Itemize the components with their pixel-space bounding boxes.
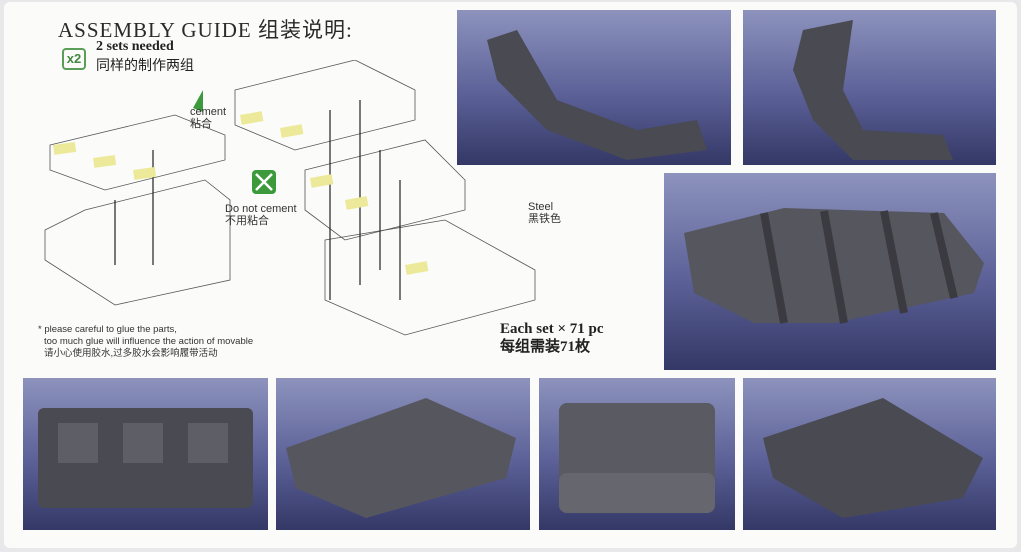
assembly-diagram <box>44 60 536 336</box>
glue-warning-note: * please careful to glue the parts, too … <box>38 324 254 359</box>
quantity-badge: x2 <box>62 48 86 70</box>
pins-left <box>53 141 157 180</box>
sets-needed-en: 2 sets needed <box>96 39 174 54</box>
cement-brush-icon <box>193 90 203 112</box>
page-title: ASSEMBLY GUIDE 组装说明: <box>58 18 353 42</box>
photo-track-curve-1 <box>457 10 731 165</box>
photo-single-link <box>539 378 735 530</box>
photo-track-underside <box>276 378 530 530</box>
no-cement-icon <box>252 170 276 194</box>
photo-track-angle <box>743 378 996 530</box>
sets-needed-cn: 同样的制作两组 <box>96 59 194 74</box>
track-link-right <box>234 60 536 336</box>
pins-right <box>240 111 429 275</box>
photo-track-curve-2 <box>743 10 996 165</box>
photo-track-top <box>23 378 268 530</box>
photo-track-link-closeup <box>664 173 996 370</box>
